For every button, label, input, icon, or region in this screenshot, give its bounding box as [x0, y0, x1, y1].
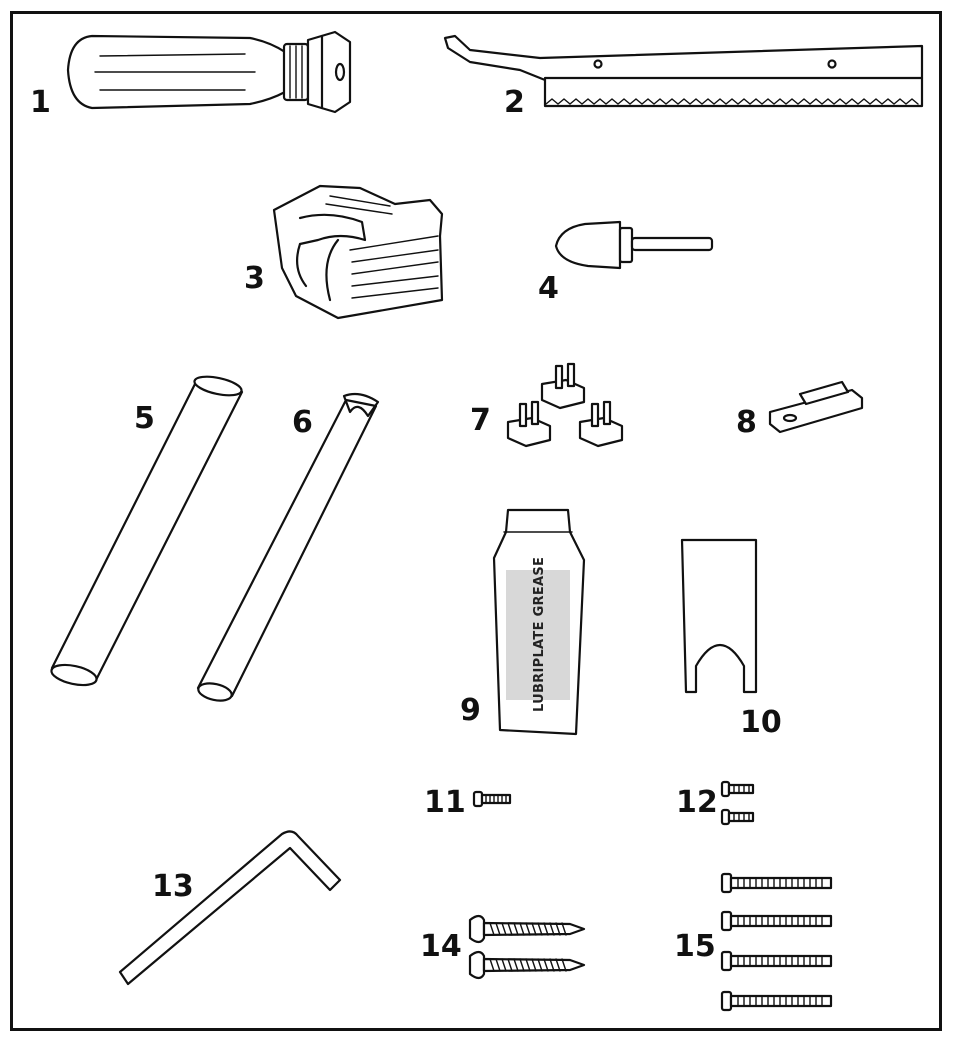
- slotted-tube-icon: [196, 392, 380, 702]
- part-number-14: 14: [420, 929, 462, 964]
- grooved-block-icon: [272, 184, 444, 320]
- wood-screws-icon: [468, 914, 586, 980]
- part-number-5: 5: [134, 401, 155, 436]
- parts-frame: [10, 11, 942, 1031]
- part-number-6: 6: [292, 405, 313, 440]
- part-number-10: 10: [740, 705, 782, 740]
- part-number-15: 15: [674, 929, 716, 964]
- u-shim-icon: [680, 538, 758, 694]
- short-screws-icon: [720, 780, 755, 826]
- part-number-9: 9: [460, 693, 481, 728]
- saw-blade-icon: [443, 34, 924, 108]
- part-number-7: 7: [470, 403, 491, 438]
- clip-set-icon: [506, 362, 624, 448]
- tube-icon: [50, 375, 244, 687]
- part-number-11: 11: [424, 785, 466, 820]
- screwdriver-handle-icon: [66, 30, 352, 114]
- part-number-1: 1: [30, 85, 51, 120]
- part-number-2: 2: [504, 85, 525, 120]
- bracket-icon: [768, 380, 864, 434]
- part-number-8: 8: [736, 405, 757, 440]
- part-number-4: 4: [538, 271, 559, 306]
- grease-tube-label: LUBRIPLATE GREASE: [532, 557, 547, 712]
- long-bolts-icon: [720, 872, 833, 1012]
- small-screw-icon: [472, 790, 512, 808]
- grease-tube-icon: LUBRIPLATE GREASE: [492, 508, 586, 736]
- part-number-3: 3: [244, 261, 265, 296]
- part-number-13: 13: [152, 869, 194, 904]
- hex-key-icon: [118, 830, 342, 986]
- cone-bit-icon: [554, 220, 714, 270]
- part-number-12: 12: [676, 785, 718, 820]
